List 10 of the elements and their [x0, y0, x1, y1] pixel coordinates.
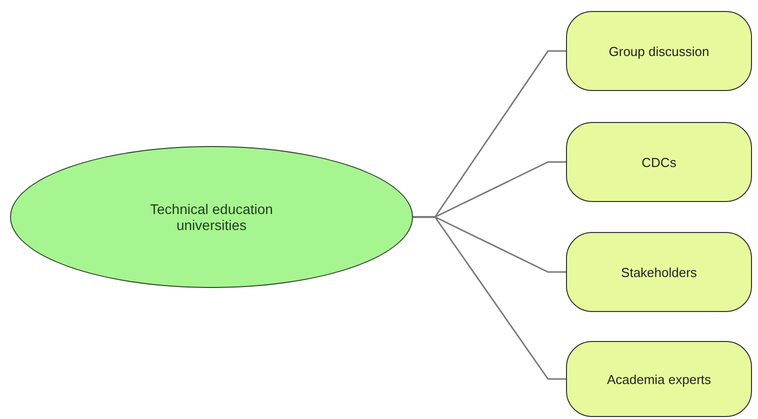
rounded-box — [566, 11, 752, 91]
rounded-box — [566, 341, 752, 417]
connector-line — [413, 216, 566, 380]
node-label: CDCs — [642, 154, 676, 170]
rounded-box — [566, 122, 752, 202]
node-label: Group discussion — [608, 44, 710, 58]
rounded-box — [566, 232, 752, 312]
node-label: Stakeholders — [621, 264, 697, 280]
node-label: Technical education universities — [149, 201, 274, 233]
node-label: Academia experts — [606, 372, 712, 386]
